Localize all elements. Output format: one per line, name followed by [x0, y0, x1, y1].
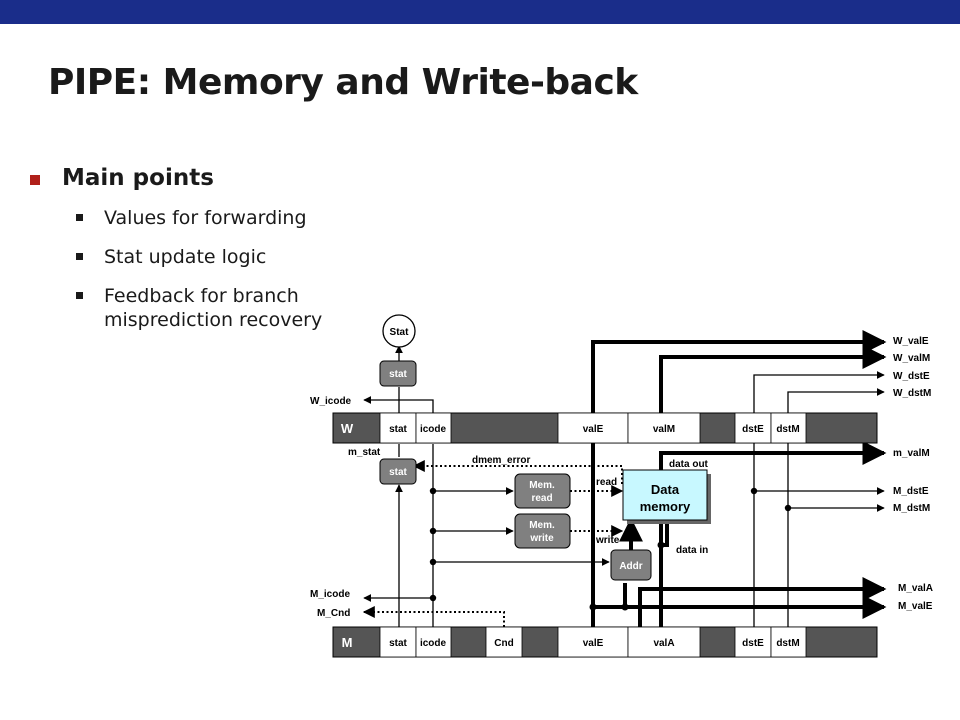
mem-write-label-1: Mem.: [529, 520, 555, 531]
data-memory-label-2: memory: [640, 499, 691, 514]
sub-bullet-square-icon: [76, 253, 83, 260]
label-dmem-error: dmem_error: [472, 455, 530, 466]
bullet-item: Stat update logic: [28, 245, 368, 269]
m-field-vala: valA: [653, 638, 674, 649]
m-field-stat: stat: [389, 638, 407, 649]
signal-m-dstm: M_dstM: [893, 503, 930, 514]
stat-output: Stat: [382, 314, 416, 348]
w-stage-label: W: [341, 421, 354, 436]
bullet-item-text-continued: misprediction recovery: [104, 309, 323, 331]
label-w-icode: W_icode: [310, 396, 352, 407]
label-m-cnd: M_Cnd: [317, 608, 350, 619]
signal-w-vale: W_valE: [893, 336, 929, 347]
w-field-dste: dstE: [742, 424, 764, 435]
mem-read-logic: Mem. read: [514, 473, 571, 509]
bullet-item: Feedback for branch misprediction recove…: [28, 284, 368, 332]
mem-write-label-2: write: [529, 533, 554, 544]
label-m-icode-out: M_icode: [310, 589, 350, 600]
label-data-in: data in: [676, 545, 708, 556]
m-field-cnd: Cnd: [494, 638, 513, 649]
signal-m-dste: M_dstE: [893, 486, 929, 497]
dotted-wires: [362, 460, 624, 627]
thin-wires: [363, 345, 885, 627]
data-memory: Data memory: [622, 469, 711, 524]
bullet-item: Values for forwarding: [28, 206, 368, 230]
m-register: M stat icode Cnd valE valA dstE dstM: [332, 626, 878, 658]
stat-logic-top: stat: [379, 360, 417, 387]
signal-w-valm: W_valM: [893, 353, 930, 364]
sub-bullet-square-icon: [76, 292, 83, 299]
junction-dots: [429, 487, 792, 611]
mem-read-label-1: Mem.: [529, 480, 555, 491]
bullet-main-text: Main points: [62, 165, 214, 191]
addr-label: Addr: [619, 561, 642, 572]
bullet-item-text: Stat update logic: [104, 246, 267, 268]
m-field-dste: dstE: [742, 638, 764, 649]
w-field-valm: valM: [653, 424, 675, 435]
addr-logic: Addr: [610, 549, 652, 581]
mem-read-label-2: read: [531, 493, 552, 504]
m-field-vale: valE: [583, 638, 604, 649]
bullet-main: Main points: [28, 160, 368, 196]
signal-m-vale: M_valE: [898, 601, 933, 612]
stat-logic-mid-label: stat: [389, 467, 407, 478]
m-field-dstm: dstM: [776, 638, 799, 649]
wire-labels: W_icode m_stat dmem_error data out read …: [310, 396, 709, 619]
stat-logic-mid: stat: [379, 458, 417, 485]
label-write: write: [595, 535, 620, 546]
w-register: W stat icode valE valM dstE dstM: [332, 412, 878, 444]
stat-output-label: Stat: [390, 327, 410, 338]
slide-title: PIPE: Memory and Write-back: [48, 62, 638, 103]
w-field-vale: valE: [583, 424, 604, 435]
bullet-square-icon: [30, 175, 40, 185]
w-field-dstm: dstM: [776, 424, 799, 435]
sub-bullet-square-icon: [76, 214, 83, 221]
output-signal-labels: W_valE W_valM W_dstE W_dstM m_valM M_dst…: [893, 336, 933, 612]
w-field-icode: icode: [420, 424, 447, 435]
label-data-out: data out: [669, 459, 709, 470]
top-banner: [0, 0, 960, 24]
bullet-item-text: Feedback for branch: [104, 285, 299, 307]
label-read: read: [596, 477, 617, 488]
stat-logic-top-label: stat: [389, 369, 407, 380]
m-field-icode: icode: [420, 638, 447, 649]
signal-m-vala: M_valA: [898, 583, 933, 594]
signal-w-dstm: W_dstM: [893, 388, 931, 399]
w-field-stat: stat: [389, 424, 407, 435]
label-m-stat: m_stat: [348, 447, 381, 458]
bullet-list: Main points Values for forwarding Stat u…: [28, 160, 368, 332]
signal-m-valm: m_valM: [893, 448, 930, 459]
mem-write-logic: Mem. write: [514, 513, 571, 549]
data-memory-label-1: Data: [651, 482, 680, 497]
m-stage-label: M: [342, 635, 353, 650]
bullet-item-text: Values for forwarding: [104, 207, 307, 229]
signal-w-dste: W_dstE: [893, 371, 930, 382]
